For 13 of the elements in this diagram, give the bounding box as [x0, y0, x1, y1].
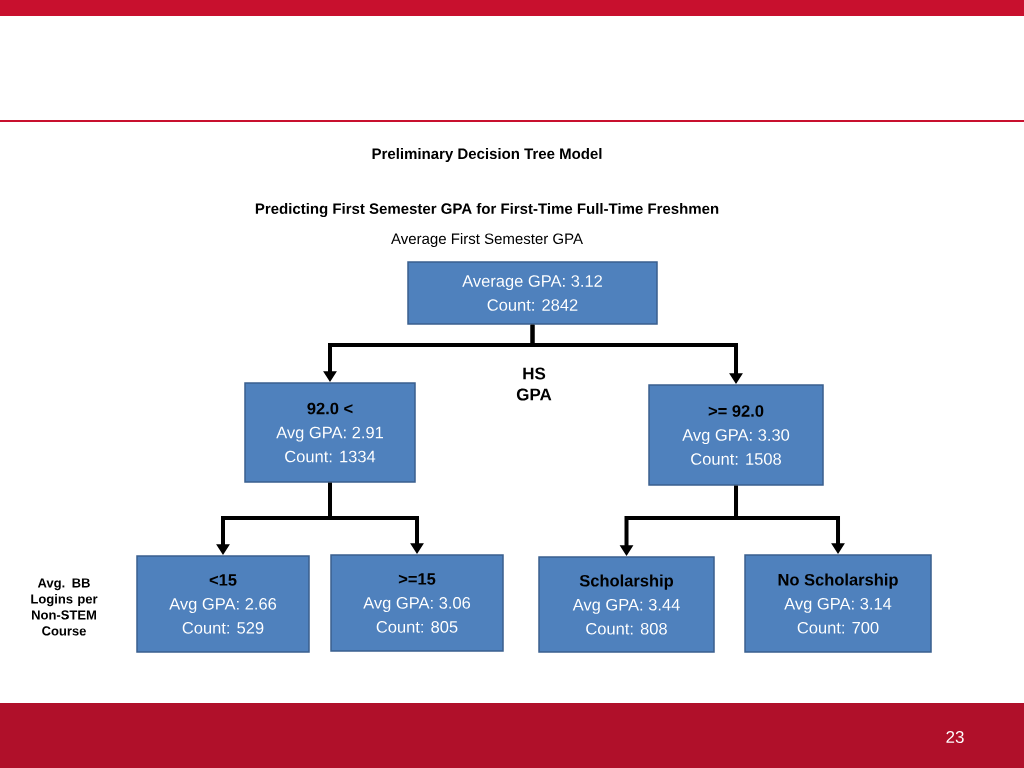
- node-box: No Scholarship Avg GPA: 3.14 Count: 700: [744, 554, 932, 653]
- node-box: >= 92.0 Avg GPA: 3.30 Count: 1508: [648, 384, 824, 486]
- title: Preliminary Decision Tree Model: [372, 148, 602, 162]
- subtitle: Predicting First Semester GPA for First-Time Full-Time Freshmen: [255, 203, 719, 218]
- split-label: Avg. BB Logins per Non-STEM Course: [31, 578, 98, 636]
- split-label: HS GPA: [516, 367, 552, 401]
- node-box: >=15 Avg GPA: 3.06 Count: 805: [330, 554, 504, 652]
- node-box: Scholarship Avg GPA: 3.44 Count: 808: [538, 556, 715, 653]
- subtitle: Average First Semester GPA: [391, 233, 583, 247]
- node-box: 92.0 < Avg GPA: 2.91 Count: 1334: [244, 382, 416, 483]
- slide-number: 23: [946, 731, 964, 744]
- node-box: <15 Avg GPA: 2.66 Count: 529: [136, 555, 310, 653]
- split-box: Average GPA: 3.12 Count: 2842: [407, 261, 658, 325]
